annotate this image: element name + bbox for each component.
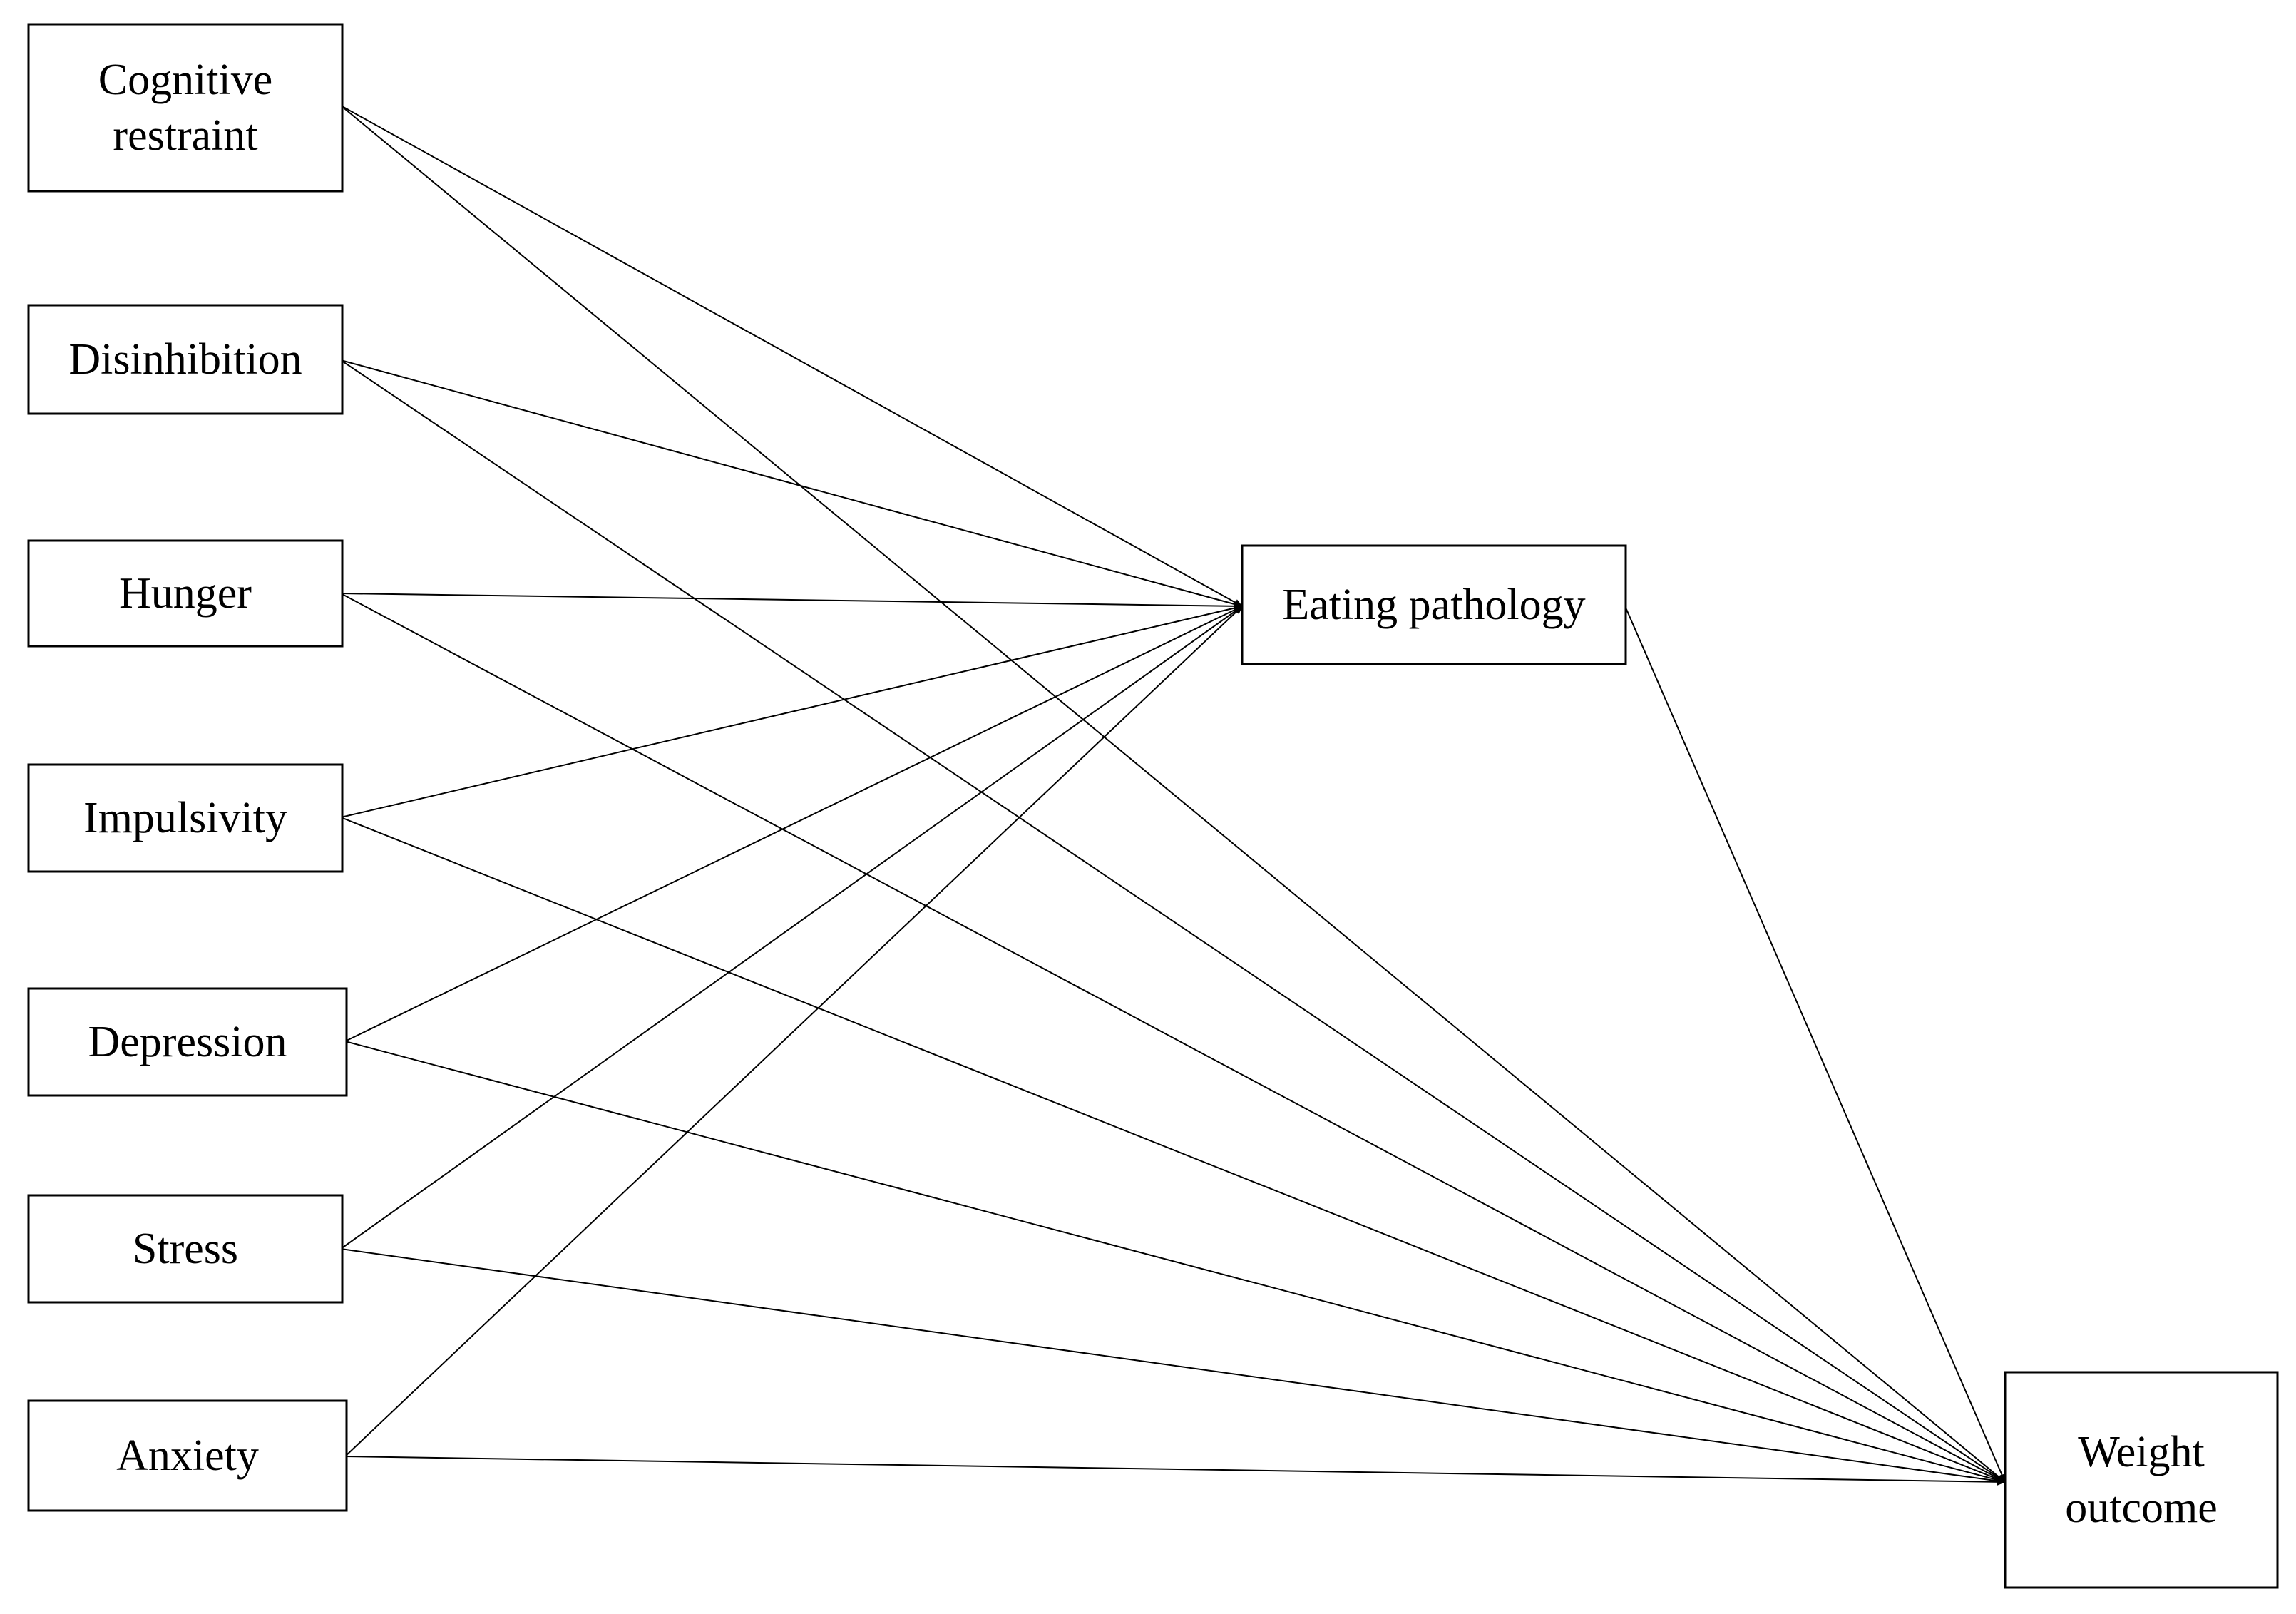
node-impulsivity: Impulsivity <box>27 763 344 873</box>
node-box-anxiety <box>27 1399 348 1512</box>
node-box-depression <box>27 987 348 1097</box>
edge-depression-to-weight-outcome <box>344 1041 2006 1484</box>
edge-stress-to-eating-pathology <box>340 606 1243 1250</box>
edge-anxiety-to-eating-pathology <box>344 606 1243 1457</box>
node-box-impulsivity <box>27 763 344 873</box>
edge-anxiety-to-weight-outcome <box>344 1456 2006 1486</box>
edge-stress-to-weight-outcome <box>340 1248 2006 1485</box>
edge-disinhibition-to-eating-pathology <box>340 359 1243 608</box>
node-label-cognitive-restraint-line-1: Cognitive <box>98 56 273 104</box>
node-label-eating-pathology: Eating pathology <box>1282 581 1585 629</box>
node-label-disinhibition: Disinhibition <box>68 335 302 384</box>
node-box-cognitive-restraint <box>27 23 344 193</box>
node-label-impulsivity: Impulsivity <box>83 794 287 842</box>
node-label-hunger: Hunger <box>119 569 252 618</box>
node-label-cognitive-restraint-line-2: restraint <box>113 111 257 160</box>
node-box-hunger <box>27 539 344 648</box>
node-weight-outcome: Weight outcome <box>2004 1371 2279 1589</box>
edge-hunger-to-eating-pathology <box>340 593 1243 610</box>
node-box-stress <box>27 1194 344 1304</box>
node-box-disinhibition <box>27 304 344 415</box>
node-box-eating-pathology <box>1241 544 1627 665</box>
node-label-depression: Depression <box>88 1018 287 1066</box>
node-label-anxiety: Anxiety <box>116 1431 259 1480</box>
edge-disinhibition-to-weight-outcome <box>340 359 2006 1483</box>
node-label-weight-outcome-line-2: outcome <box>2065 1483 2218 1532</box>
node-cognitive-restraint: Cognitive restraint <box>27 23 344 193</box>
edge-eating-pathology-to-weight-outcome <box>1625 607 2006 1483</box>
node-eating-pathology: Eating pathology <box>1241 544 1627 665</box>
node-anxiety: Anxiety <box>27 1399 348 1512</box>
node-stress: Stress <box>27 1194 344 1304</box>
edge-cognitive-restraint-to-weight-outcome <box>340 105 2006 1483</box>
node-box-weight-outcome <box>2004 1371 2279 1589</box>
edge-impulsivity-to-weight-outcome <box>340 817 2006 1483</box>
node-disinhibition: Disinhibition <box>27 304 344 415</box>
node-depression: Depression <box>27 987 348 1097</box>
edge-impulsivity-to-eating-pathology <box>340 604 1243 818</box>
edges-layer <box>340 105 2006 1486</box>
nodes-layer: Cognitive restraintDisinhibitionHungerImp… <box>27 23 2279 1589</box>
node-label-stress: Stress <box>133 1225 238 1273</box>
node-label-weight-outcome-line-1: Weight <box>2078 1428 2205 1476</box>
edge-hunger-to-weight-outcome <box>340 593 2006 1483</box>
edge-cognitive-restraint-to-eating-pathology <box>340 105 1243 607</box>
node-hunger: Hunger <box>27 539 344 648</box>
edge-depression-to-eating-pathology <box>344 606 1243 1042</box>
